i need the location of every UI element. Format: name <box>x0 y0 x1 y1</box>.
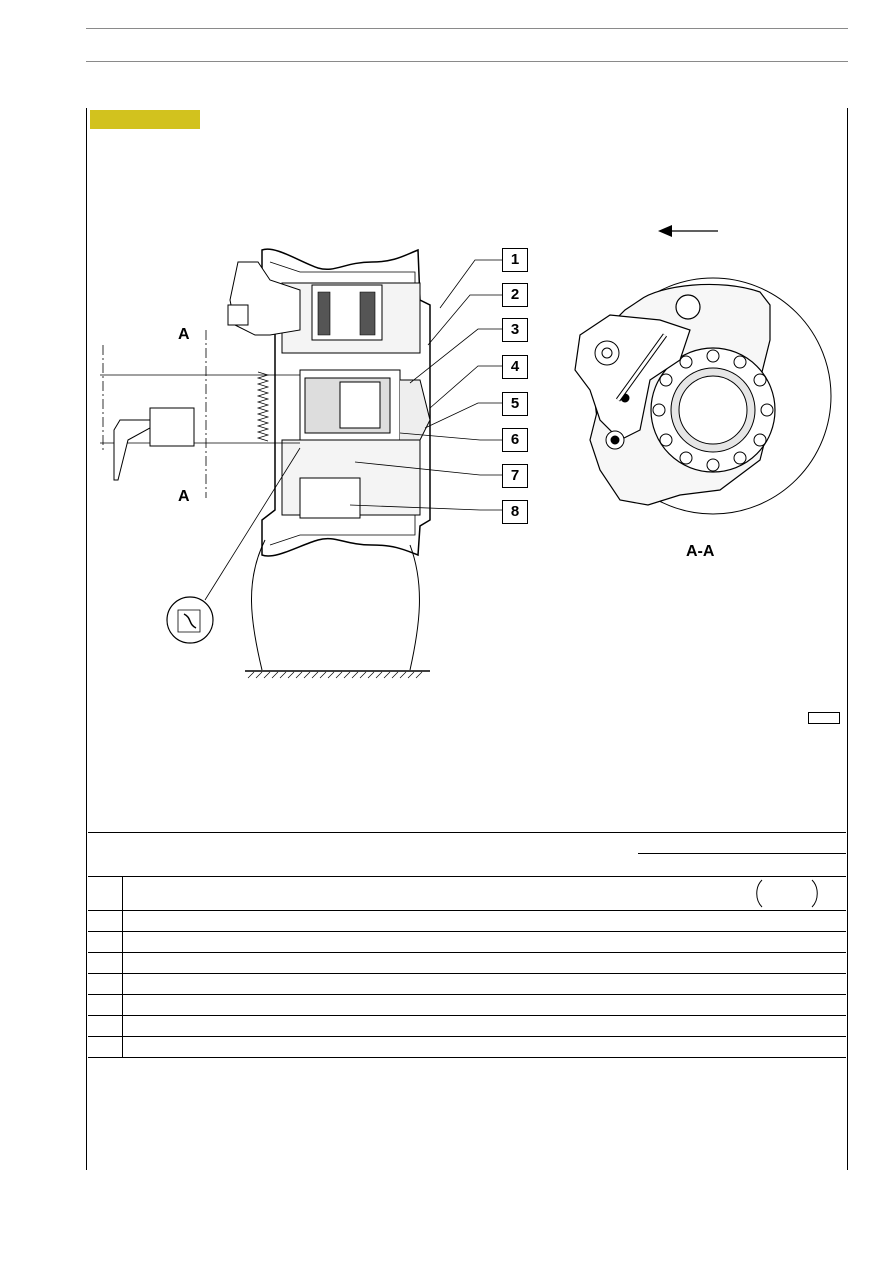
callout-8: 8 <box>502 500 528 524</box>
table-row <box>88 1015 846 1037</box>
table-row <box>88 931 846 953</box>
rim-outline <box>261 248 431 557</box>
header-rule-bottom <box>86 61 848 62</box>
hub-assembly <box>281 282 431 519</box>
table-row <box>88 952 846 974</box>
tyre-outline <box>251 539 420 671</box>
callout-1: 1 <box>502 248 528 272</box>
axle-shaft-stub <box>113 407 195 481</box>
ground-line <box>245 670 430 679</box>
callout-3: 3 <box>502 318 528 342</box>
shaft-bellows <box>256 371 270 442</box>
frame-right <box>847 108 848 1170</box>
frame-left <box>86 108 87 1170</box>
section-view-aa <box>574 277 832 515</box>
spec-table-header <box>88 876 846 911</box>
callout-2: 2 <box>502 283 528 307</box>
table-row <box>88 910 846 932</box>
callout-4: 4 <box>502 355 528 379</box>
header-rule-top <box>86 28 848 29</box>
direction-arrow <box>658 225 718 237</box>
callout-leaders <box>349 259 505 511</box>
spec-table <box>88 876 846 1058</box>
callout-5: 5 <box>502 392 528 416</box>
section-mark-bottom: A <box>178 488 190 505</box>
section-view-label: A-A <box>686 543 715 560</box>
section-mark-top: A <box>178 326 190 343</box>
table-row <box>88 973 846 995</box>
caliper-side-view <box>227 261 301 336</box>
table-subheader-rule <box>638 853 846 854</box>
figure-number-box <box>808 712 840 724</box>
callout-6: 6 <box>502 428 528 452</box>
table-top-rule <box>88 832 846 833</box>
table-row <box>88 1036 846 1058</box>
section-tab-badge <box>90 110 200 129</box>
table-row <box>88 994 846 1016</box>
callout-7: 7 <box>502 464 528 488</box>
